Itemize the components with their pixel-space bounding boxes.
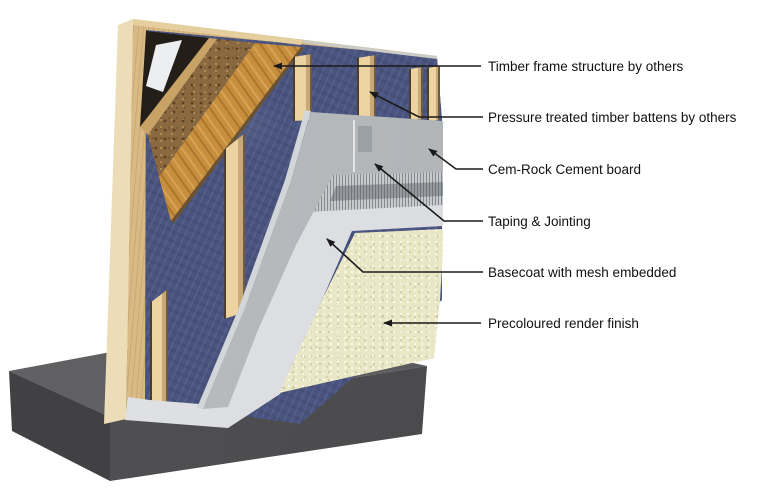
label-render-finish: Precoloured render finish (488, 316, 639, 331)
timber-batten (357, 55, 376, 119)
label-cement-board: Cem-Rock Cement board (488, 162, 642, 177)
timber-batten (293, 54, 312, 121)
label-basecoat: Basecoat with mesh embedded (488, 265, 677, 280)
label-battens: Pressure treated timber battens by other… (488, 110, 737, 125)
timber-batten (150, 289, 168, 413)
timber-batten (427, 66, 440, 121)
label-taping: Taping & Jointing (488, 214, 591, 229)
taping-jointing-patch (358, 126, 372, 152)
label-timber-frame: Timber frame structure by others (488, 59, 684, 74)
timber-batten (224, 133, 245, 319)
board-joint-line (353, 120, 355, 172)
timber-batten (409, 67, 423, 120)
